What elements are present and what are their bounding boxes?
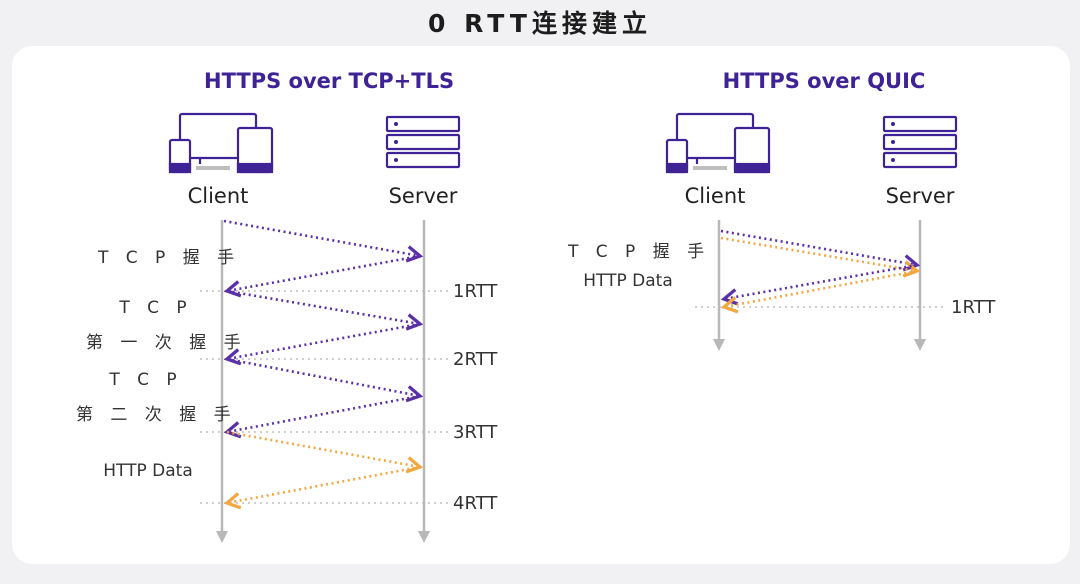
step-label: T C P 握 手 — [98, 248, 241, 268]
panel-title-tcp-tls: HTTPS over TCP+TLS — [204, 69, 455, 93]
client-devices-icon — [168, 112, 274, 174]
rtt-label: 1RTT — [453, 281, 498, 302]
client-label: Client — [187, 184, 249, 208]
rtt-label: 1RTT — [951, 297, 996, 318]
server-label: Server — [388, 184, 458, 208]
data-arrow — [720, 269, 918, 314]
server-rack-icon — [385, 115, 461, 169]
message-arrow — [223, 219, 424, 263]
message-arrow — [720, 263, 918, 306]
rtt-label: 4RTT — [453, 493, 498, 514]
step-label: T C P 握 手 — [568, 242, 711, 262]
message-arrow — [223, 254, 421, 298]
message-arrow — [226, 289, 424, 331]
server-label: Server — [885, 184, 955, 208]
data-arrow — [720, 236, 921, 278]
message-arrow — [223, 322, 421, 366]
message-arrow — [226, 357, 424, 403]
message-arrow — [223, 394, 421, 439]
diagram-title: 0 RTT连接建立 — [428, 9, 652, 38]
step-label: 第 一 次 握 手 — [86, 333, 247, 353]
step-label: T C P — [109, 370, 183, 390]
data-arrow — [223, 465, 421, 510]
step-label: HTTP Data — [103, 461, 193, 481]
rtt-label: 2RTT — [453, 349, 498, 370]
data-arrow — [226, 430, 424, 474]
messages-right — [720, 229, 921, 314]
client-devices-icon — [665, 112, 771, 174]
server-rack-icon — [882, 115, 958, 169]
client-label: Client — [684, 184, 746, 208]
message-arrow — [720, 229, 921, 272]
step-label: HTTP Data — [583, 271, 673, 291]
rtt-label: 3RTT — [453, 422, 498, 443]
panel-title-quic: HTTPS over QUIC — [722, 69, 926, 93]
step-label: 第 二 次 握 手 — [76, 405, 237, 425]
messages-left — [223, 219, 424, 510]
step-label: T C P — [119, 298, 193, 318]
